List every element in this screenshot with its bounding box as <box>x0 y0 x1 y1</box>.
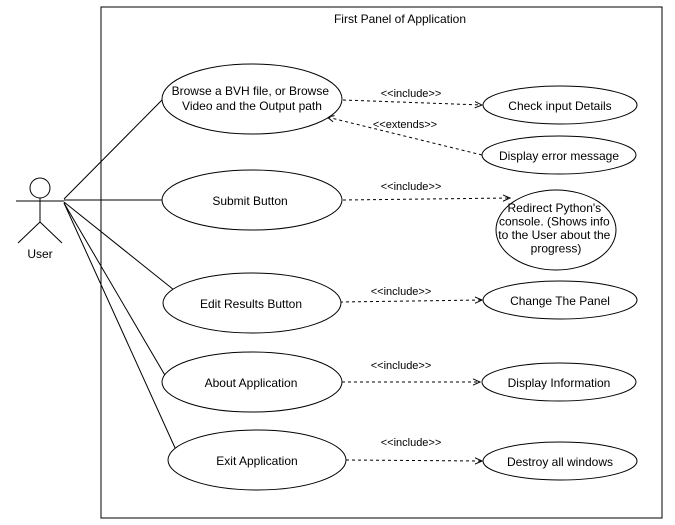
usecase-check-label: Check input Details <box>508 99 611 113</box>
usecase-error-label: Display error message <box>499 149 619 163</box>
actor-label: User <box>27 247 52 261</box>
actor-right-leg <box>39 221 63 244</box>
usecase-about-shape <box>161 351 343 413</box>
usecase-destroy-label: Destroy all windows <box>507 455 613 469</box>
usecase-redirect-label: Redirect Python's console. (Shows info t… <box>498 201 613 256</box>
usecase-browse-shape <box>161 63 343 135</box>
usecase-error: Display error message <box>481 135 637 175</box>
usecase-destroy: Destroy all windows <box>482 441 638 481</box>
usecase-edit-shape <box>162 272 342 334</box>
usecase-check: Check input Details <box>482 85 638 125</box>
usecase-about: About Application <box>161 351 343 413</box>
usecase-edit: Edit Results Button <box>162 272 342 334</box>
usecase-exit-label: Exit Application <box>216 454 297 468</box>
usecase-info-label: Display Information <box>508 376 611 390</box>
extends-error-browse <box>327 117 483 156</box>
usecase-redirect-line-1: Redirect Python's <box>507 201 601 215</box>
usecase-exit-shape <box>167 429 347 491</box>
system-title: First Panel of Application <box>334 12 466 26</box>
usecase-submit-shape <box>161 169 343 231</box>
include-edit-change-label: <<include>> <box>371 286 432 298</box>
usecase-change-label: Change The Panel <box>510 294 610 308</box>
include-edit-change <box>339 300 482 302</box>
actor-user: User <box>16 177 64 261</box>
include-browse-check <box>342 99 482 105</box>
usecase-redirect-line-2: console. (Shows info <box>499 215 610 229</box>
usecase-edit-label: Edit Results Button <box>200 297 302 311</box>
usecase-about-label: About Application <box>205 376 298 390</box>
include-exit-destroy-label: <<include>> <box>381 437 442 449</box>
include-browse-check-label: <<include>> <box>381 88 442 100</box>
include-exit-destroy <box>345 460 482 461</box>
usecase-browse-label: Browse a BVH file, or Browse Video and t… <box>172 84 333 113</box>
usecase-redirect-shape <box>495 189 617 271</box>
usecase-destroy-shape <box>482 441 638 481</box>
usecase-browse: Browse a BVH file, or Browse Video and t… <box>161 63 343 135</box>
actor-left-leg <box>17 221 41 244</box>
actor-head <box>29 177 51 199</box>
usecase-exit: Exit Application <box>167 429 347 491</box>
include-submit-redirect <box>342 198 510 200</box>
usecase-check-shape <box>482 85 638 125</box>
usecase-submit: Submit Button <box>161 169 343 231</box>
include-about-info-label: <<include>> <box>371 360 432 372</box>
system-boundary <box>100 6 663 519</box>
usecase-browse-line-2: Video and the Output path <box>182 99 322 113</box>
association-browse <box>63 98 164 200</box>
association-exit <box>63 202 177 451</box>
usecase-submit-label: Submit Button <box>212 194 287 208</box>
association-about <box>63 202 167 378</box>
extends-error-browse-label: <<extends>> <box>373 119 437 131</box>
usecase-browse-line-1: Browse a BVH file, or Browse <box>172 84 330 98</box>
usecase-redirect-line-3: to the User about the <box>498 228 610 242</box>
usecase-error-shape <box>481 135 637 175</box>
usecase-redirect-line-4: progress) <box>531 242 582 256</box>
usecase-change-shape <box>482 280 638 320</box>
association-edit <box>63 201 175 291</box>
usecase-info-shape <box>481 362 637 402</box>
usecase-info: Display Information <box>481 362 637 402</box>
usecase-redirect: Redirect Python's console. (Shows info t… <box>495 189 617 271</box>
include-submit-redirect-label: <<include>> <box>381 181 442 193</box>
usecase-change: Change The Panel <box>482 280 638 320</box>
